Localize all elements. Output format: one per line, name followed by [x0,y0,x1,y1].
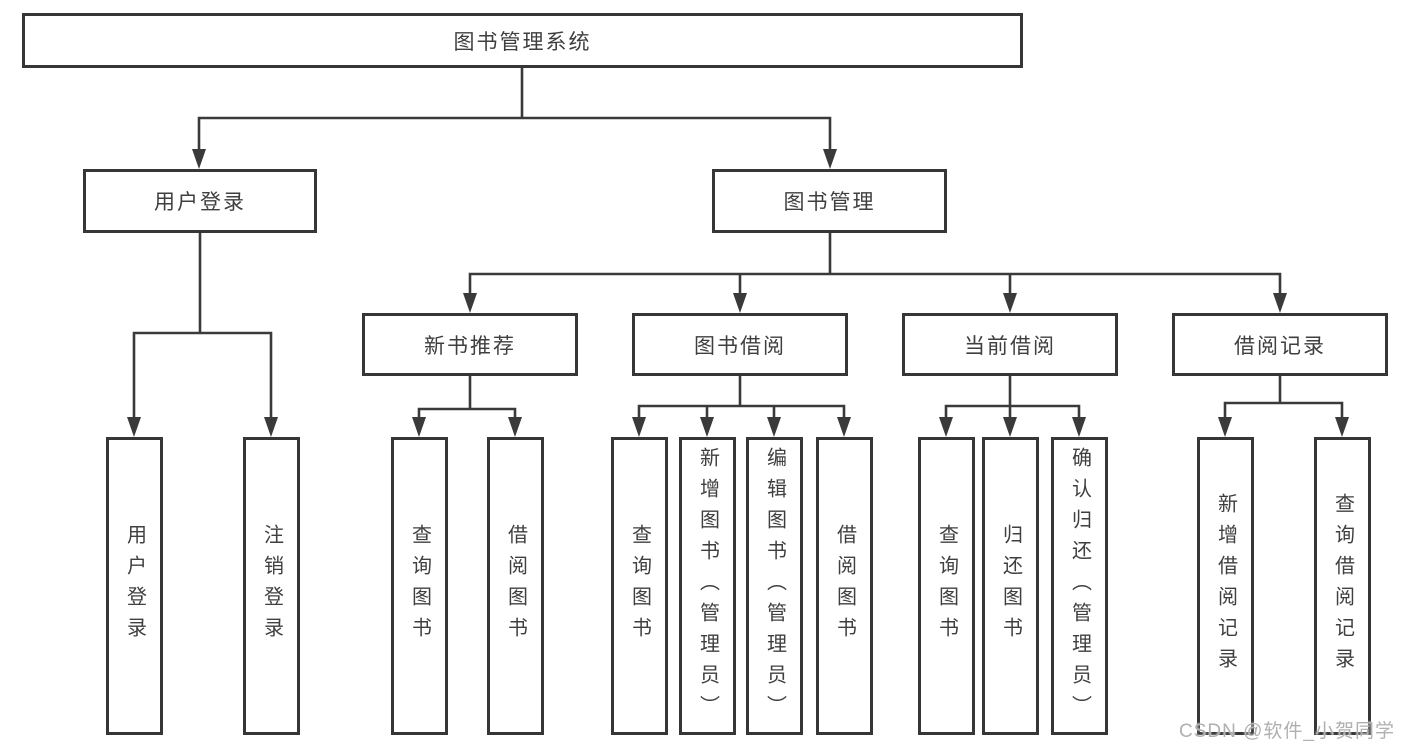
connector-current-borrow-children [944,375,1081,424]
leaf-query-borrow-record-label: 查询借阅记录 [1331,493,1354,679]
leaf-query-books-borrow-label: 查询图书 [628,524,651,648]
arrowheads [127,149,1349,437]
node-new-book-recommend: 新书推荐 [362,313,578,376]
node-book-borrow: 图书借阅 [632,313,848,376]
node-user-login: 用户登录 [83,169,317,233]
leaf-user-login: 用户登录 [106,437,163,735]
node-borrow-records: 借阅记录 [1172,313,1388,376]
leaf-borrow-books-borrow-label: 借阅图书 [833,524,856,648]
leaf-logout-label: 注销登录 [260,524,283,648]
leaf-logout: 注销登录 [243,437,300,735]
leaf-borrow-books-recommend: 借阅图书 [487,437,544,735]
leaf-add-books-admin: 新增图书（管理员） [679,437,736,735]
leaf-query-books-current: 查询图书 [918,437,975,735]
connector-root-to-level2 [197,66,832,156]
leaf-query-books-recommend: 查询图书 [391,437,448,735]
leaf-query-books-recommend-label: 查询图书 [408,524,431,648]
leaf-confirm-return-admin-label: 确认归还（管理员） [1068,446,1091,726]
node-library-management-system: 图书管理系统 [22,13,1023,68]
leaf-confirm-return-admin: 确认归还（管理员） [1051,437,1108,735]
leaf-return-books-label: 归还图书 [999,524,1022,648]
leaf-borrow-books-borrow: 借阅图书 [816,437,873,735]
leaf-user-login-label: 用户登录 [123,524,146,648]
leaf-query-books-current-label: 查询图书 [935,524,958,648]
leaf-add-borrow-record-label: 新增借阅记录 [1214,493,1237,679]
connector-user-login-children [132,231,273,424]
node-book-management: 图书管理 [712,169,947,233]
watermark-text: CSDN @软件_小贺同学 [1179,721,1395,742]
connector-borrow-records-children [1223,374,1344,424]
leaf-borrow-books-recommend-label: 借阅图书 [504,524,527,648]
node-current-borrow: 当前借阅 [902,313,1118,376]
connector-book-management-children [468,231,1282,300]
leaf-add-borrow-record: 新增借阅记录 [1197,437,1254,735]
connector-new-book-recommend-children [417,374,517,424]
leaf-add-books-admin-label: 新增图书（管理员） [696,446,719,726]
leaf-return-books: 归还图书 [982,437,1039,735]
leaf-edit-books-admin-label: 编辑图书（管理员） [763,446,786,726]
connector-book-borrow-children [637,374,846,424]
leaf-query-books-borrow: 查询图书 [611,437,668,735]
leaf-edit-books-admin: 编辑图书（管理员） [746,437,803,735]
leaf-query-borrow-record: 查询借阅记录 [1314,437,1371,735]
